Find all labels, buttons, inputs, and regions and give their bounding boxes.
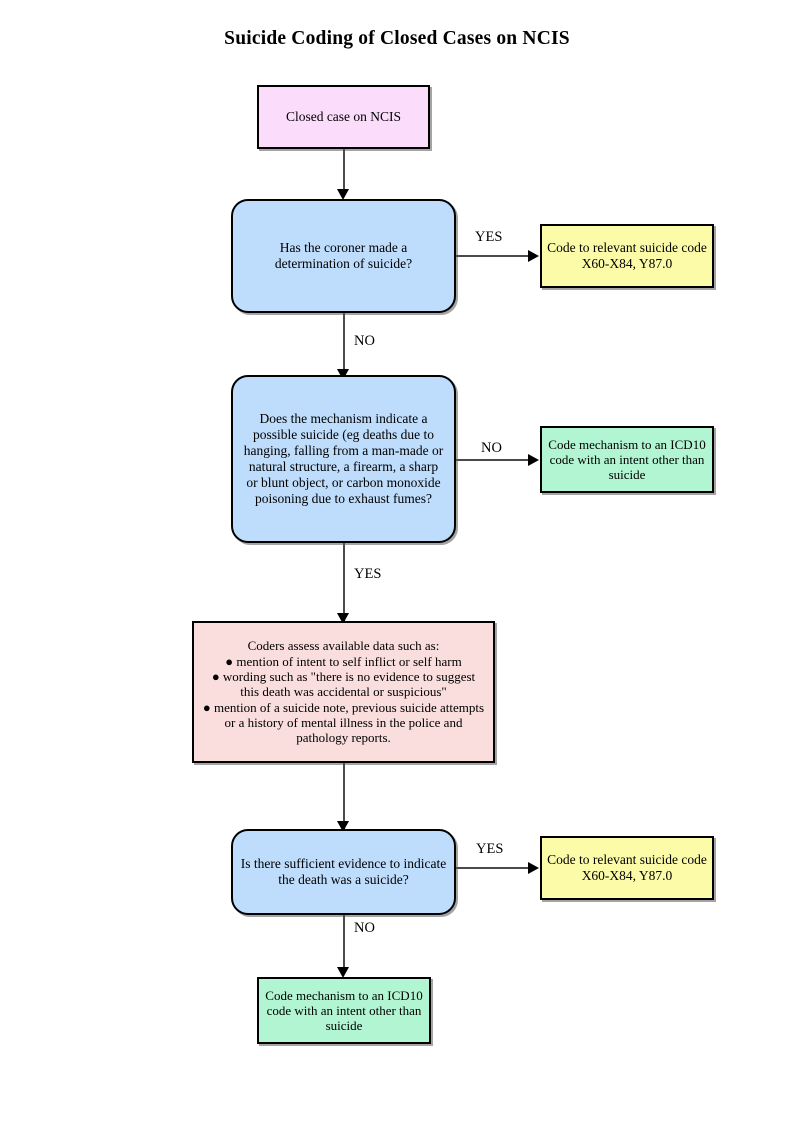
arrow-d2-to-process — [337, 613, 349, 624]
arrow-d3-to-yellow2 — [528, 862, 539, 874]
node-code-suicide-1-label: Code to relevant suicide code X60-X84, Y… — [547, 240, 707, 271]
arrow-start-to-d1 — [337, 189, 349, 200]
arrow-d2-to-green1 — [528, 454, 539, 466]
node-decision-sufficient-evidence-label: Is there sufficient evidence to indicate… — [240, 856, 447, 887]
arrow-d1-to-yellow1 — [528, 250, 539, 262]
edge-label-d2-yes: YES — [354, 566, 382, 582]
edge-d3-to-yellow2 — [455, 867, 535, 869]
node-decision-coroner-determination[interactable]: Has the coroner made a determination of … — [231, 199, 456, 313]
edge-d2-to-green1 — [455, 459, 535, 461]
edge-d1-to-yellow1 — [455, 255, 535, 257]
node-code-other-intent-2[interactable]: Code mechanism to an ICD10 code with an … — [257, 977, 431, 1044]
node-code-suicide-2[interactable]: Code to relevant suicide code X60-X84, Y… — [540, 836, 714, 900]
edge-d1-to-d2 — [343, 313, 345, 375]
node-code-suicide-1[interactable]: Code to relevant suicide code X60-X84, Y… — [540, 224, 714, 288]
edge-label-d3-no: NO — [354, 920, 375, 936]
node-closed-case-label: Closed case on NCIS — [285, 109, 402, 125]
node-coders-assess-data-label: Coders assess available data such as: ● … — [202, 638, 485, 746]
node-code-other-intent-2-label: Code mechanism to an ICD10 code with an … — [265, 987, 423, 1034]
node-code-other-intent-1[interactable]: Code mechanism to an ICD10 code with an … — [540, 426, 714, 493]
node-code-other-intent-1-label: Code mechanism to an ICD10 code with an … — [548, 436, 706, 483]
node-coders-assess-data[interactable]: Coders assess available data such as: ● … — [192, 621, 495, 763]
edge-label-d1-yes: YES — [475, 229, 503, 245]
edge-label-d1-no: NO — [354, 333, 375, 349]
arrow-d3-to-green2 — [337, 967, 349, 978]
edge-d3-to-green2 — [343, 915, 345, 973]
edge-label-d3-yes: YES — [476, 841, 504, 857]
edge-label-d2-no: NO — [481, 440, 502, 456]
edge-start-to-d1 — [343, 149, 345, 195]
node-closed-case[interactable]: Closed case on NCIS — [257, 85, 430, 149]
arrow-d1-to-d2 — [337, 369, 349, 380]
edge-d2-to-process — [343, 543, 345, 623]
node-code-suicide-2-label: Code to relevant suicide code X60-X84, Y… — [547, 852, 707, 883]
node-decision-sufficient-evidence[interactable]: Is there sufficient evidence to indicate… — [231, 829, 456, 915]
edge-process-to-d3 — [343, 763, 345, 829]
node-decision-coroner-determination-label: Has the coroner made a determination of … — [274, 240, 413, 271]
node-decision-mechanism[interactable]: Does the mechanism indicate a possible s… — [231, 375, 456, 543]
arrow-process-to-d3 — [337, 821, 349, 832]
page-title: Suicide Coding of Closed Cases on NCIS — [224, 28, 570, 49]
node-decision-mechanism-label: Does the mechanism indicate a possible s… — [243, 411, 444, 506]
